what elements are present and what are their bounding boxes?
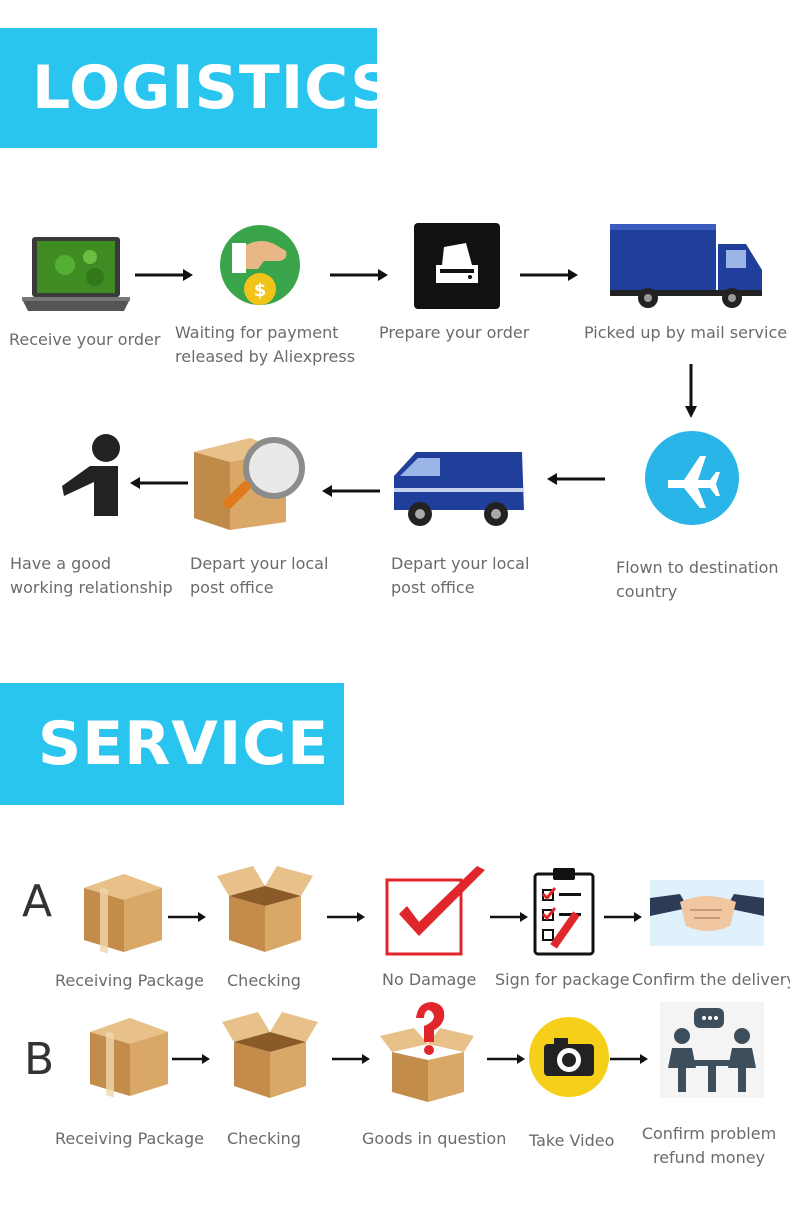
step-label: Confirm problem	[641, 1124, 777, 1143]
arrow-right-icon	[168, 910, 208, 924]
arrow-left-icon	[545, 471, 605, 487]
package-magnifier-icon	[190, 428, 314, 532]
svg-text:$: $	[254, 280, 267, 301]
step-label: Confirm the delivery	[632, 970, 790, 989]
logistics-title: LOGISTICS	[32, 53, 395, 123]
laptop-icon	[20, 235, 132, 313]
step-label: working relationship	[10, 578, 173, 597]
arrow-right-icon	[135, 267, 195, 283]
step-label: Receiving Package	[55, 1129, 204, 1148]
arrow-right-icon	[332, 1052, 372, 1066]
arrow-right-icon	[520, 267, 580, 283]
printer-icon	[414, 223, 500, 309]
step-label: released by Aliexpress	[175, 347, 356, 366]
step-label: post office	[391, 578, 475, 597]
clipboard-checklist-icon	[531, 866, 603, 956]
step-label: Checking	[227, 1129, 301, 1148]
arrow-left-icon	[320, 483, 380, 499]
open-box-icon	[215, 862, 315, 954]
handshake-icon	[650, 880, 764, 946]
arrow-right-icon	[490, 910, 530, 924]
step-label: Depart your local	[391, 554, 530, 573]
open-box-icon	[220, 1008, 320, 1100]
delivery-truck-icon	[608, 222, 764, 310]
step-label: Flown to destination	[616, 558, 779, 577]
step-label: Picked up by mail service	[584, 323, 788, 342]
step-label: Prepare your order	[379, 323, 530, 342]
arrow-right-icon	[172, 1052, 212, 1066]
step-label: No Damage	[382, 970, 477, 989]
step-label: Waiting for payment	[175, 323, 339, 342]
arrow-left-icon	[128, 475, 188, 491]
closed-box-icon	[82, 868, 164, 954]
arrow-right-icon	[327, 910, 367, 924]
step-label: Sign for package	[495, 970, 630, 989]
step-label: post office	[190, 578, 274, 597]
person-icon	[60, 432, 126, 518]
payment-hand-coin-icon: $	[218, 223, 302, 311]
step-label: refund money	[652, 1148, 766, 1167]
step-label: Receive your order	[9, 330, 161, 349]
arrow-right-icon	[487, 1052, 527, 1066]
step-label: Checking	[227, 971, 301, 990]
logistics-banner: LOGISTICS	[0, 28, 394, 148]
step-label: Goods in question	[362, 1129, 507, 1148]
step-label: Take Video	[529, 1131, 615, 1150]
step-label: country	[616, 582, 678, 601]
delivery-van-icon	[390, 446, 528, 530]
arrow-right-icon	[604, 910, 644, 924]
service-title: SERVICE	[38, 709, 330, 779]
arrow-right-icon	[330, 267, 390, 283]
arrow-right-icon	[610, 1052, 650, 1066]
closed-box-icon	[88, 1012, 170, 1098]
row-letter-a: A	[22, 876, 53, 927]
airplane-icon	[644, 430, 740, 526]
service-banner: SERVICE	[0, 683, 344, 805]
camera-icon	[528, 1016, 610, 1098]
step-label: Receiving Package	[55, 971, 204, 990]
meeting-icon	[660, 1002, 764, 1098]
step-label: Have a good	[10, 554, 112, 573]
checkmark-icon	[385, 866, 489, 956]
arrow-down-icon	[683, 364, 699, 420]
step-label: Depart your local	[190, 554, 329, 573]
row-letter-b: B	[24, 1034, 55, 1085]
box-question-mark-icon	[378, 1000, 476, 1104]
